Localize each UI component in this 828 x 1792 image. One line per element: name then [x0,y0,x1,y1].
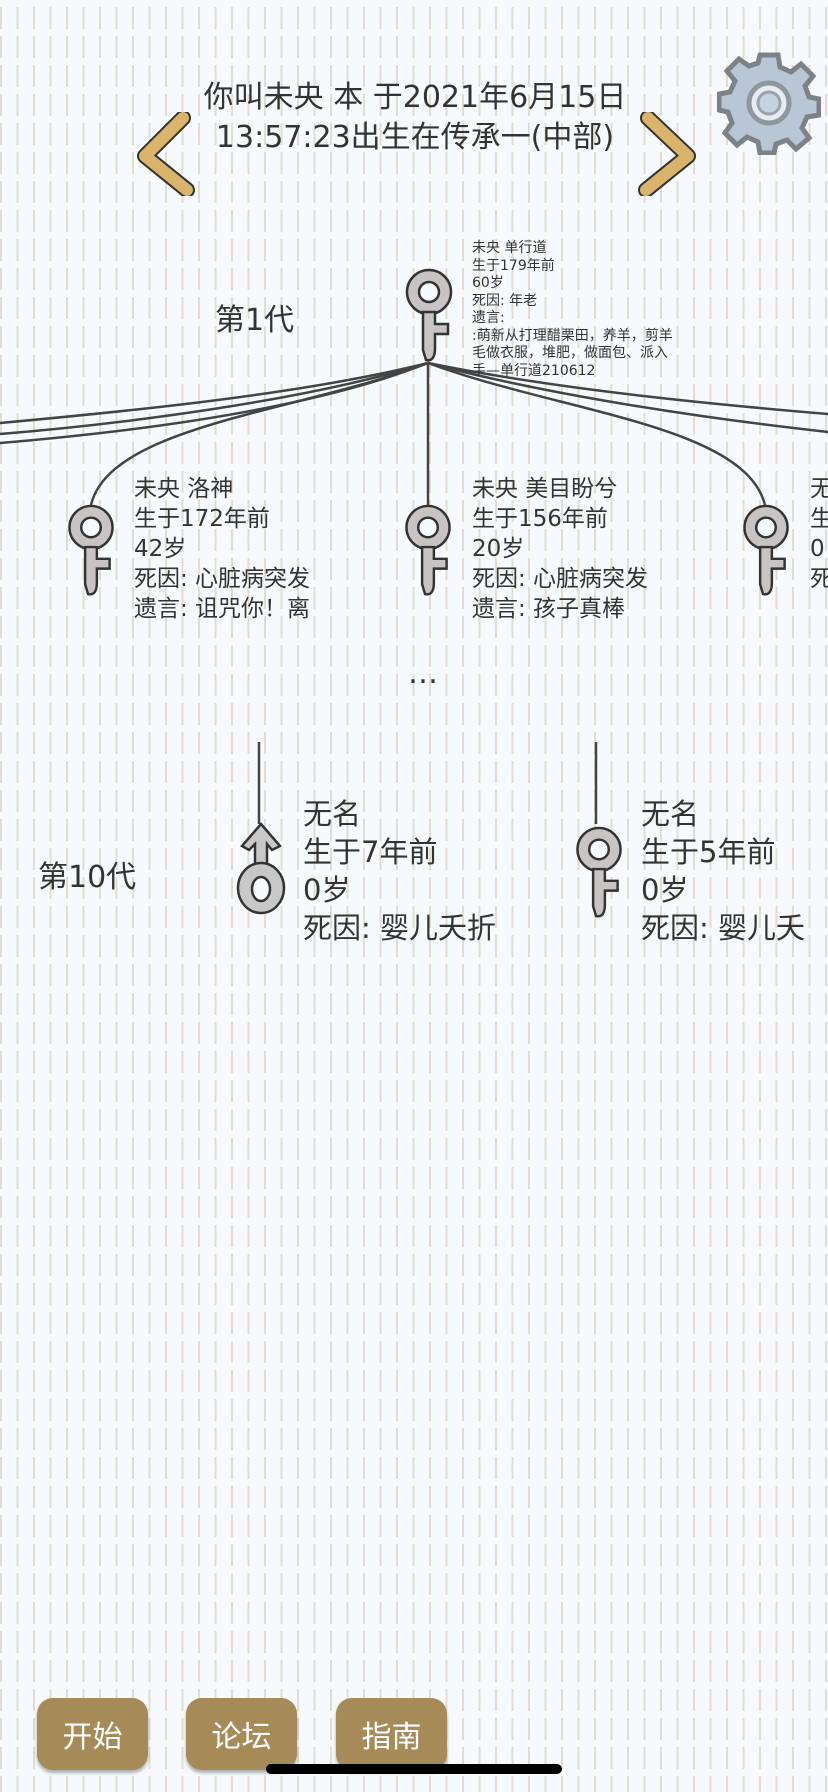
tree-line [0,361,429,436]
guide-button[interactable]: 指南 [336,1698,447,1770]
member-info: 无名 生于7年前 0岁 死因: 婴儿夭折 [303,797,496,945]
female-symbol-icon[interactable] [402,266,456,364]
tree-line [427,361,767,506]
start-button[interactable]: 开始 [37,1698,148,1770]
member-info: 无名 生于5年前 0岁 死因: 婴儿夭 [641,797,805,945]
chevron-right-icon[interactable] [628,112,698,196]
tree-line [0,361,429,445]
root-member-info: 未央 单行道 生于179年前 60岁 死因: 年老 遗言: :萌新从打理醋栗田，… [472,240,673,379]
collapsed-generations-ellipsis: … [408,656,438,691]
member-info: 未央 洛神 生于172年前 42岁 死因: 心脏病突发 遗言: 诅咒你！离 [134,476,311,622]
generation-label: 第10代 [38,860,137,895]
home-indicator[interactable] [266,1764,562,1774]
gear-icon[interactable] [717,51,821,155]
tree-line [427,361,828,416]
tree-line [0,361,429,425]
female-symbol-icon[interactable] [400,502,456,598]
member-info: 无 生 0 死 [810,476,828,592]
female-symbol-icon[interactable] [63,502,119,598]
forum-button[interactable]: 论坛 [186,1698,297,1770]
female-symbol-icon[interactable] [571,824,627,920]
female-symbol-icon[interactable] [738,502,794,598]
tree-line [427,361,828,434]
chevron-left-icon[interactable] [135,112,205,196]
male-symbol-icon[interactable] [234,822,288,916]
member-info: 未央 美目盼兮 生于156年前 20岁 死因: 心脏病突发 遗言: 孩子真棒 [472,476,649,622]
generation-label: 第1代 [215,303,295,338]
page-title: 你叫未央 本 于2021年6月15日 13:57:23出生在传承一(中部) [203,80,627,155]
